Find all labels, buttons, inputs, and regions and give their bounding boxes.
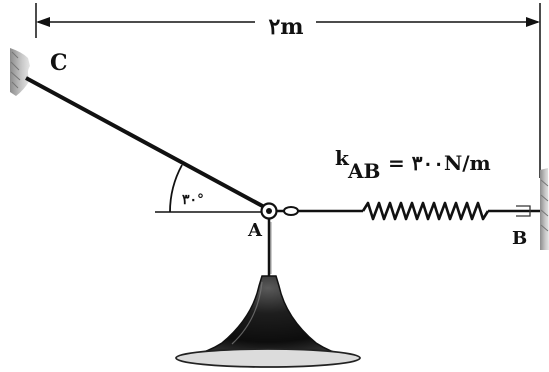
spring-coil: [361, 201, 490, 221]
wall-b: [540, 168, 549, 250]
dimension-line: [35, 3, 541, 178]
dimension-label: ۲m: [268, 14, 303, 40]
wall-c: [10, 48, 30, 96]
spring-symbol: k: [335, 146, 350, 170]
point-b-label: B: [512, 228, 527, 249]
angle-label: ۳۰°: [182, 192, 204, 208]
point-c-label: C: [50, 50, 68, 76]
cable-ca: [25, 76, 269, 211]
dimension-arrow-left: [36, 17, 50, 27]
spring-end-hook: [516, 205, 531, 217]
lamp: [175, 275, 361, 368]
spring-label: k AB = ۳۰۰N/m: [335, 146, 491, 183]
ring-a: [260, 202, 278, 220]
spring-subscript: AB: [347, 159, 380, 183]
spring-connector: [283, 206, 299, 216]
dimension-arrow-right: [526, 17, 540, 27]
point-a-label: A: [247, 220, 263, 241]
spring-value: = ۳۰۰N/m: [388, 151, 491, 175]
angle-arc: [169, 164, 183, 213]
